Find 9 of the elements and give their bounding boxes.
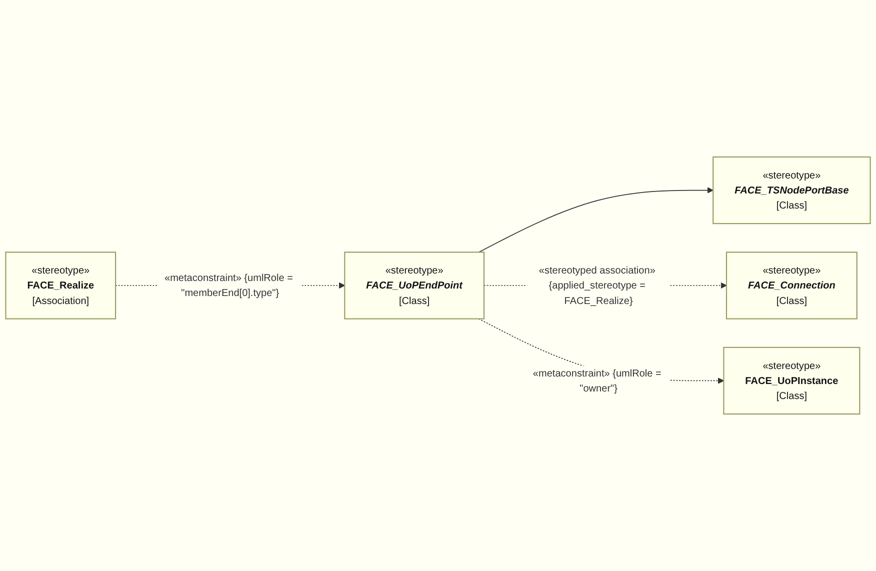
node-box: «stereotype» FACE_TSNodePortBase [Class] [712, 156, 871, 224]
node-box: «stereotype» FACE_UoPEndPoint [Class] [344, 252, 485, 320]
node-box: «stereotype» FACE_UoPInstance [Class] [723, 346, 860, 415]
node-box: «stereotype» FACE_Connection [Class] [726, 252, 858, 320]
edge-label: «stereotyped association» {applied_stereotype = FACE_Realize} [538, 264, 656, 306]
edge-label: «metaconstraint» {umlRole = "memberEnd[0].type"} [164, 272, 293, 298]
edge-label: «metaconstraint» {umlRole = "owner"} [532, 367, 662, 394]
arrow [478, 187, 714, 253]
node-box: «stereotype» FACE_Realize [Association] [5, 252, 116, 320]
